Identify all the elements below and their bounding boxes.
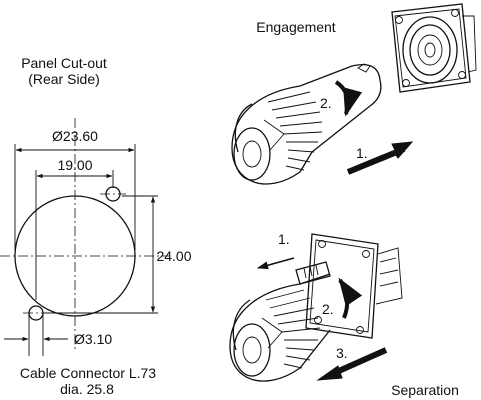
- press-latch-arrow: [256, 257, 295, 270]
- separation-drawing: 1. 2. 3. Separation: [229, 231, 459, 398]
- hole-diameter-label: Ø3.10: [74, 331, 112, 347]
- panel-title-line2: (Rear Side): [28, 71, 100, 87]
- engagement-step1-label: 1.: [356, 145, 368, 161]
- panel-title-line1: Panel Cut-out: [21, 55, 107, 71]
- separation-step3-label: 3.: [336, 345, 348, 361]
- rotate-arrow: [334, 80, 363, 117]
- separation-socket-illustration: [295, 233, 403, 339]
- hole-spacing-label: 19.00: [57, 157, 92, 173]
- outer-diameter-label: Ø23.60: [52, 128, 98, 144]
- panel-socket-illustration: [391, 3, 477, 93]
- panel-cutout-drawing: Panel Cut-out (Rear Side) Ø23.60 19.00 2…: [0, 55, 192, 397]
- separation-step2-label: 2.: [322, 301, 334, 317]
- engagement-drawing: Engagement: [231, 3, 477, 185]
- engagement-step2-label: 2.: [320, 95, 332, 111]
- engagement-title: Engagement: [256, 19, 336, 35]
- cable-connector-illustration: [231, 63, 382, 185]
- separation-step1-label: 1.: [278, 231, 290, 247]
- separation-rotate-arrow: [338, 277, 363, 319]
- separation-connector-illustration: [229, 273, 331, 382]
- cable-connector-line2: dia. 25.8: [60, 381, 114, 397]
- cable-connector-line1: Cable Connector L.73: [20, 365, 156, 381]
- separation-title: Separation: [391, 382, 459, 398]
- pull-arrow: [330, 347, 388, 377]
- height-label: 24.00: [156, 248, 191, 264]
